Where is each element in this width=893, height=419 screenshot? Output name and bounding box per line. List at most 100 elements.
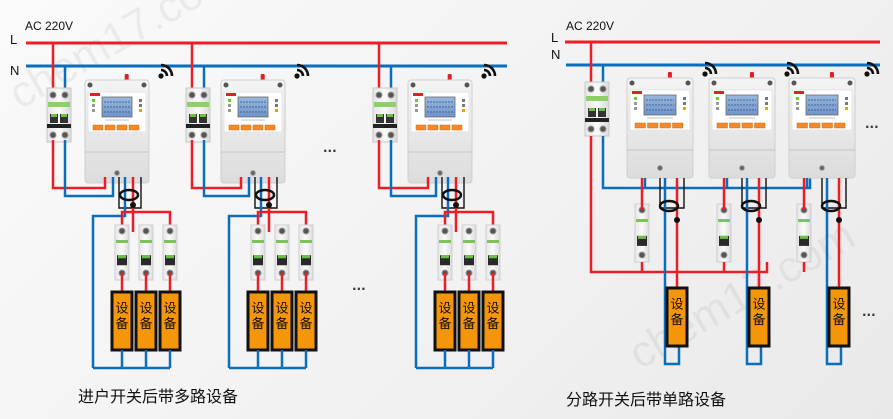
breaker-label-strip <box>463 240 475 243</box>
breaker-toggle-icon <box>719 235 729 246</box>
breaker-indicator <box>254 255 262 259</box>
branch-circuit: 设备 <box>788 61 880 366</box>
status-led-icon <box>683 102 686 105</box>
equipment-label: 备 <box>670 312 683 328</box>
equipment-label: 备 <box>275 316 288 332</box>
wifi-arc <box>866 61 880 75</box>
wifi-icon <box>481 63 497 79</box>
main-breaker <box>372 87 398 143</box>
wifi-arc <box>296 63 310 77</box>
main-breaker <box>185 87 211 143</box>
branch-breaker <box>298 224 314 281</box>
status-led-icon <box>462 109 465 112</box>
live-wire <box>443 210 495 232</box>
main-breaker <box>46 87 72 143</box>
temperature-sensor-icon <box>453 202 459 208</box>
equipment-label: 备 <box>115 316 128 332</box>
temperature-sensor-icon <box>836 217 842 223</box>
brand-logo-icon <box>226 93 236 96</box>
status-led-icon <box>683 107 686 110</box>
status-led-icon <box>634 102 637 105</box>
branch-breaker <box>461 224 477 281</box>
breaker-label-strip <box>252 240 264 243</box>
status-led-icon <box>415 109 418 112</box>
terminal-screw-icon <box>49 131 57 139</box>
equipment-label: 设 <box>275 301 288 316</box>
signal-wire <box>118 177 142 209</box>
main-breaker <box>584 81 610 137</box>
antenna-icon <box>447 74 452 81</box>
breaker-toggle-icon <box>141 255 151 266</box>
ellipsis: ... <box>865 117 879 131</box>
breaker-toggle-icon <box>165 255 175 266</box>
signal-wire <box>659 178 685 209</box>
neutral-wire <box>202 140 251 198</box>
function-button <box>634 122 646 129</box>
breaker-toggle-icon <box>50 114 58 123</box>
equipment-label: 设 <box>486 301 499 316</box>
breaker-label-strip <box>586 96 608 101</box>
signal-wire <box>441 177 465 209</box>
status-led-icon <box>228 104 231 107</box>
ground-screw-icon <box>437 170 443 176</box>
equipment-label: 设 <box>139 301 152 316</box>
branch-breaker <box>138 224 154 281</box>
mount-screw-icon <box>87 82 93 88</box>
live-label: L <box>10 32 17 47</box>
ellipsis: ... <box>323 141 337 155</box>
status-led-icon <box>634 97 637 100</box>
wifi-dot <box>481 73 487 79</box>
breaker-label-strip <box>300 240 312 243</box>
equipment-label: 设 <box>438 301 451 316</box>
terminal-screw-icon <box>254 227 262 235</box>
terminal-screw-icon <box>387 91 395 99</box>
equipment-label: 设 <box>462 301 475 316</box>
current-transformer-icon <box>441 188 463 202</box>
function-button <box>754 122 766 129</box>
terminal-screw-icon <box>166 227 174 235</box>
signal-wire <box>741 178 767 209</box>
function-button <box>228 124 240 131</box>
wifi-dot <box>784 71 790 77</box>
status-led-icon <box>716 107 719 110</box>
monitor-device <box>708 72 776 179</box>
branch-breaker <box>162 224 178 281</box>
terminal-screw-icon <box>302 227 310 235</box>
wifi-arc <box>483 63 497 77</box>
neutral-label: N <box>10 63 19 78</box>
status-led-icon <box>845 107 848 110</box>
current-transformer-icon <box>254 188 276 202</box>
function-button <box>672 122 684 129</box>
brand-logo-icon <box>413 93 423 96</box>
ground-screw-icon <box>657 165 663 171</box>
brand-logo-icon <box>632 91 642 94</box>
equipment-label: 备 <box>832 312 845 328</box>
breaker-handle-base <box>373 124 397 128</box>
temperature-sensor-icon <box>756 217 762 223</box>
terminal-screw-icon <box>587 85 595 93</box>
function-button <box>647 122 659 129</box>
wifi-icon <box>294 63 310 79</box>
breaker-indicator <box>720 235 728 239</box>
monitor-device <box>84 74 150 184</box>
temperature-sensor-icon <box>674 217 680 223</box>
breaker-indicator <box>278 255 286 259</box>
breaker-label-strip <box>636 219 648 222</box>
wifi-arc <box>296 68 305 77</box>
terminal-screw-icon <box>638 251 646 259</box>
temperature-sensor-icon <box>266 202 272 208</box>
function-button <box>415 124 427 131</box>
function-button <box>834 122 846 129</box>
wifi-icon <box>784 61 800 77</box>
equipment-label: 设 <box>670 297 683 312</box>
equipment-block: 设备 <box>433 290 457 352</box>
equipment-block: 设备 <box>827 286 851 348</box>
breaker-indicator <box>51 114 57 117</box>
neutral-wire <box>745 178 763 366</box>
breaker-indicator <box>589 108 595 111</box>
breaker-toggle-icon <box>637 235 647 246</box>
neutral-wire <box>63 140 115 198</box>
monitor-device <box>407 74 473 184</box>
